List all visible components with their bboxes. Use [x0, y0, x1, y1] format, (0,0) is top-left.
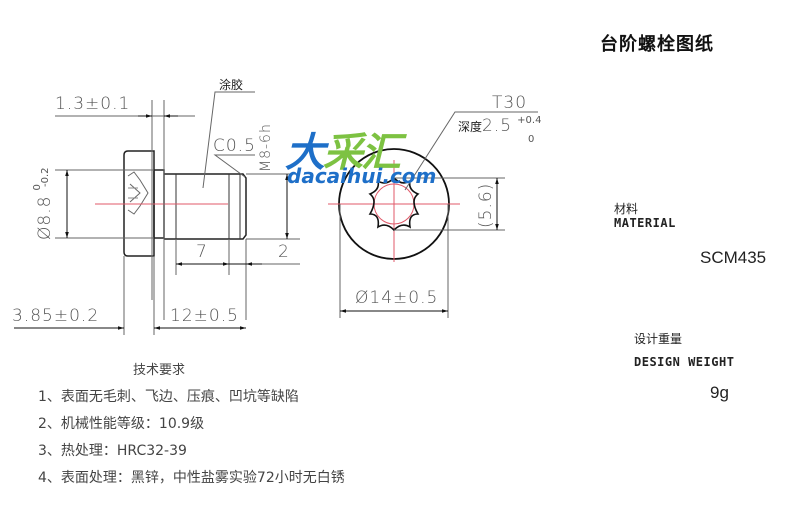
weight-value: 9g	[710, 383, 729, 402]
coating-note: 涂胶	[219, 78, 244, 92]
weight-label-cn: 设计重量	[634, 332, 683, 346]
thread-spec: M8-6h	[258, 123, 274, 172]
requirement-item: 3、热处理：HRC32-39	[38, 443, 187, 459]
head-height-dim: 3.85±0.2	[12, 306, 100, 326]
drive-size: T30	[492, 93, 528, 113]
head-thickness-dim: 1.3±0.1	[55, 94, 131, 114]
shoulder-tol-lower: -0.2	[40, 167, 51, 188]
end-view	[328, 111, 538, 318]
requirements-list: 1、表面无毛刺、飞边、压痕、凹坑等缺陷 2、机械性能等级：10.9级 3、热处理…	[38, 386, 345, 494]
requirement-item: 4、表面处理：黑锌，中性盐雾实验72小时无白锈	[38, 470, 345, 486]
drawing-title: 台阶螺栓图纸	[600, 34, 714, 55]
watermark-logo: 大采汇	[285, 120, 401, 178]
watermark-url: dacaihui.com	[287, 164, 437, 188]
watermark-brand-green: 采汇	[323, 130, 401, 176]
watermark-brand-blue: 大	[285, 130, 325, 176]
material-label-en: MATERIAL	[614, 216, 676, 230]
material-label-cn: 材料	[614, 202, 639, 216]
end-length-dim: 2	[278, 242, 290, 262]
head-diameter-dim: Ø14±0.5	[355, 288, 439, 308]
requirement-item: 1、表面无毛刺、飞边、压痕、凹坑等缺陷	[38, 389, 299, 405]
chamfer-dim: C0.5	[213, 136, 256, 156]
shoulder-diameter-dim: Ø8.8 0 -0.2	[32, 167, 55, 241]
weight-label-en: DESIGN WEIGHT	[634, 355, 735, 369]
total-length-dim: 12±0.5	[170, 306, 239, 326]
thread-length-dim: 7	[196, 242, 208, 262]
material-value: SCM435	[700, 248, 767, 267]
requirements-heading: 技术要求	[133, 363, 186, 378]
depth-tol-upper: +0.4	[517, 115, 542, 126]
depth-tol-lower: 0	[528, 134, 535, 145]
socket-depth: 深度2.5 +0.4 0	[458, 115, 542, 145]
requirement-item: 2、机械性能等级：10.9级	[38, 416, 205, 432]
side-view	[14, 91, 300, 335]
socket-size-dim: (5.6)	[476, 182, 496, 228]
